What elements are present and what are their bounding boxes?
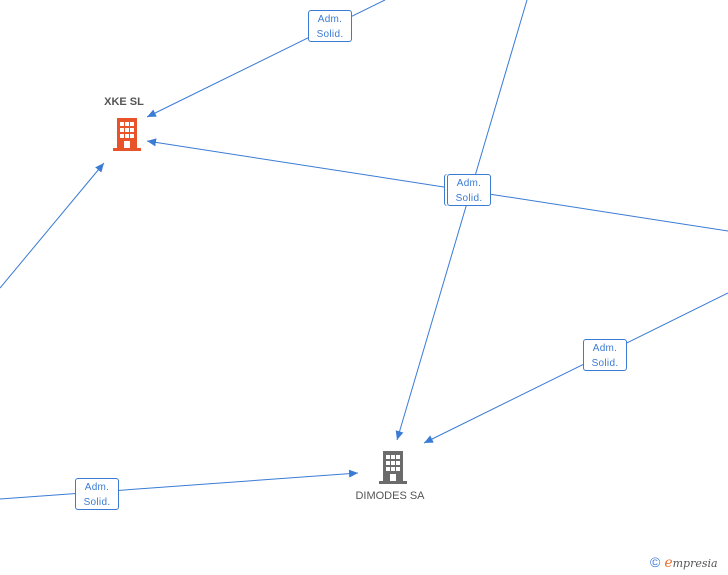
brand-logo-initial: e <box>664 555 673 571</box>
copyright-icon: © <box>650 554 661 570</box>
relation-role-type: Solid. <box>591 358 619 369</box>
edge-right-to-xke <box>146 138 728 232</box>
relation-role-type: Solid. <box>455 193 483 204</box>
relation-label-right[interactable]: Adm. Solid. <box>583 339 627 371</box>
relation-role: Adm. <box>456 178 482 189</box>
edge-top-to-dimodes <box>395 0 528 441</box>
relation-label-center[interactable]: Adm. Solid. <box>447 174 491 206</box>
brand-logo-text: mpresia <box>672 557 718 570</box>
edge-right-to-dimodes <box>423 292 728 444</box>
relation-label-top[interactable]: Adm. Solid. <box>308 10 352 42</box>
relation-role: Adm. <box>84 482 110 493</box>
edge-left-to-xke <box>0 162 105 289</box>
node-label-xke[interactable]: XKE SL <box>104 96 144 108</box>
edge-left-to-dimodes <box>0 469 359 500</box>
node-label-dimodes[interactable]: DIMODES SA <box>355 490 425 502</box>
relation-role: Adm. <box>317 14 343 25</box>
footer-brand: ©empresia <box>650 554 718 571</box>
building-icon-dimodes[interactable] <box>377 449 409 485</box>
relation-role-type: Solid. <box>83 497 111 508</box>
relation-role-type: Solid. <box>316 29 344 40</box>
building-icon-xke[interactable] <box>111 116 143 152</box>
relation-label-bottom[interactable]: Adm. Solid. <box>75 478 119 510</box>
relation-role: Adm. <box>592 343 618 354</box>
